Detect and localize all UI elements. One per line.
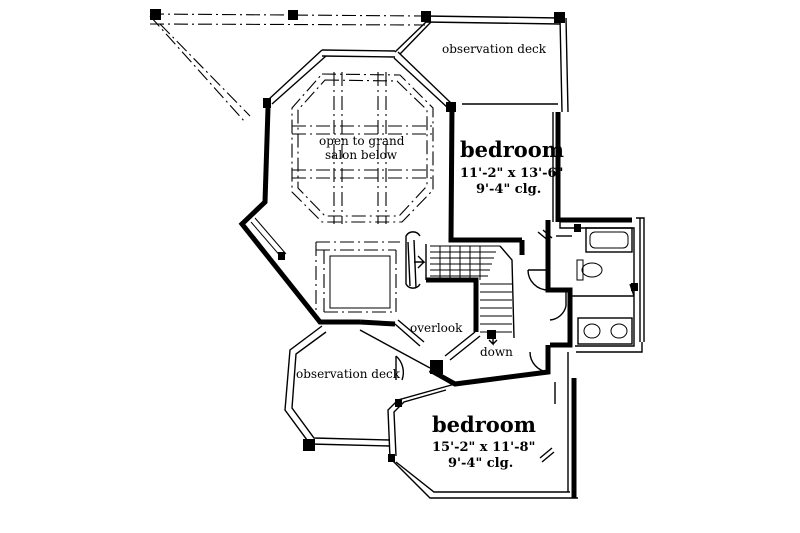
bath-post [631, 283, 638, 291]
overlook-railing [394, 319, 551, 387]
bedroom-2-ceiling: 9'-4" clg. [448, 456, 513, 471]
bedroom-1-ceiling: 9'-4" clg. [476, 182, 541, 197]
right-exterior-line [576, 342, 643, 353]
wall-post [263, 98, 271, 108]
hall-post [430, 360, 443, 374]
bedroom-1-title: bedroom [460, 137, 564, 162]
bedroom-1-size: 11'-2" x 13'-6" [460, 166, 563, 181]
observation-deck-left-label: observation deck [296, 367, 401, 381]
bedroom-2-size: 15'-2" x 11'-8" [432, 440, 535, 455]
open-to-below-label-line2: salon below [325, 148, 398, 162]
top-observation-deck-railing [394, 15, 569, 113]
toilet-tank [576, 259, 584, 281]
top-deck-outline [149, 13, 426, 123]
deck-post [303, 439, 315, 451]
bath-post [574, 224, 581, 232]
stair-void-box [329, 255, 391, 309]
open-to-below-outline [291, 72, 434, 224]
observation-deck-top-label: observation deck [442, 42, 547, 56]
deck-post [288, 10, 298, 20]
left-observation-deck-railing [284, 325, 431, 447]
overlook-label: overlook [410, 321, 463, 335]
bedroom-post [388, 454, 395, 462]
stair-void-outline [315, 241, 400, 318]
sink-left [583, 323, 601, 339]
deck-post [150, 9, 161, 20]
sink-right [610, 323, 628, 339]
open-to-below-label-line1: open to grand [319, 134, 405, 148]
bathroom [527, 217, 645, 348]
stair-post [487, 330, 496, 339]
bedroom-2-title: bedroom [432, 412, 536, 437]
wall-post [446, 102, 456, 112]
toilet-bowl [581, 262, 603, 278]
down-label: down [480, 345, 513, 359]
bathtub [585, 227, 633, 253]
vanity [577, 317, 633, 345]
bedroom-post [395, 399, 402, 407]
left-window [250, 217, 287, 260]
octagon-room-walls [238, 49, 522, 327]
staircase [405, 231, 515, 346]
